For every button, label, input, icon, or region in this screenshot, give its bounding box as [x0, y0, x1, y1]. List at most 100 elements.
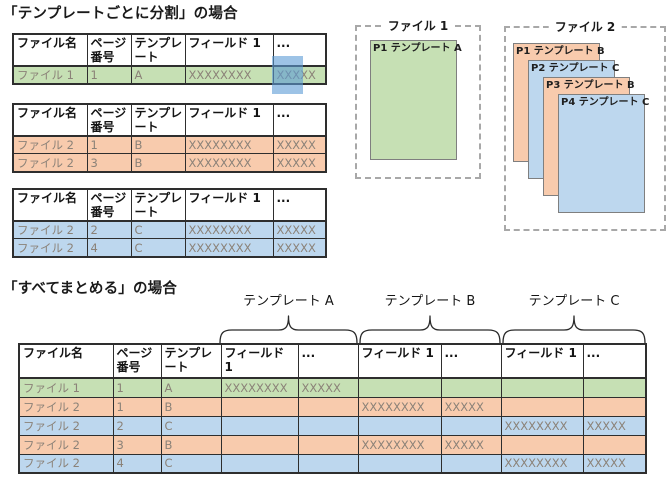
- table-cell: XXXXXXXX: [500, 453, 584, 474]
- table-cell: C: [130, 220, 186, 240]
- file1-box-label: ファイル 1: [381, 17, 455, 34]
- table-cell: B: [160, 396, 222, 417]
- table-cell: 4: [86, 238, 132, 258]
- table-cell: XXXXX: [440, 396, 502, 417]
- column-header: ...: [272, 103, 327, 137]
- column-header: フィールド 1: [184, 103, 274, 137]
- column-header: テンプレート: [130, 103, 186, 137]
- table-cell: XXXXX: [582, 453, 647, 474]
- table-cell: [297, 434, 359, 455]
- column-header: フィールド 1: [500, 343, 584, 379]
- column-header: ファイル名: [18, 343, 114, 379]
- header-row: ファイル名ページ番号テンプレートフィールド 1...フィールド 1...フィール…: [18, 343, 647, 379]
- page-label: P1 テンプレート B: [516, 46, 605, 57]
- table-cell: XXXXXXXX: [220, 377, 299, 398]
- header-row: ファイル名ページ番号テンプレートフィールド 1...: [12, 33, 327, 67]
- brace-template-a: [219, 315, 358, 344]
- table-cell: [500, 396, 584, 417]
- file1-page-stack: ファイル 1 P1 テンプレート A: [355, 17, 481, 179]
- table-cell: XXXXX: [272, 220, 327, 240]
- table-cell: A: [160, 377, 222, 398]
- table-cell: B: [130, 135, 186, 155]
- column-header: ページ番号: [86, 33, 132, 67]
- column-header: フィールド 1: [184, 188, 274, 222]
- table-cell: [582, 434, 647, 455]
- table-cell: [500, 434, 584, 455]
- file2-box-label: ファイル 2: [548, 18, 622, 35]
- table-cell: ファイル 1: [12, 65, 88, 85]
- table-cell: ファイル 1: [18, 377, 114, 398]
- table-cell: XXXXX: [272, 153, 327, 173]
- table-cell: [582, 396, 647, 417]
- table-cell: [357, 377, 442, 398]
- table-cell: ファイル 2: [12, 238, 88, 258]
- table-cell: XXXXX: [297, 377, 359, 398]
- column-header: ...: [440, 343, 502, 379]
- header-row: ファイル名ページ番号テンプレートフィールド 1...: [12, 103, 327, 137]
- column-header: ページ番号: [86, 188, 132, 222]
- column-header: ...: [297, 343, 359, 379]
- table-cell: XXXXXXXX: [184, 65, 274, 85]
- table-cell: 2: [112, 415, 162, 436]
- table-cell: 1: [112, 396, 162, 417]
- column-header: フィールド 1: [220, 343, 299, 379]
- table-cell: [220, 434, 299, 455]
- table-cell: C: [160, 453, 222, 474]
- table-cell: XXXXX: [272, 65, 327, 85]
- column-header: テンプレート: [130, 33, 186, 67]
- brace-template-b: [359, 315, 501, 344]
- table-cell: XXXXX: [582, 415, 647, 436]
- table-cell: ファイル 2: [18, 434, 114, 455]
- page-label: P2 テンプレート C: [531, 63, 620, 74]
- page-label: P3 テンプレート B: [546, 80, 635, 91]
- table-cell: 2: [86, 220, 132, 240]
- table-cell: XXXXXXXX: [357, 434, 442, 455]
- column-header: ページ番号: [112, 343, 162, 379]
- table-cell: 1: [86, 135, 132, 155]
- column-header: ...: [272, 188, 327, 222]
- table-cell: 1: [112, 377, 162, 398]
- table-cell: C: [130, 238, 186, 258]
- table-cell: [500, 377, 584, 398]
- table-cell: [220, 453, 299, 474]
- column-header: フィールド 1: [357, 343, 442, 379]
- column-header: ファイル名: [12, 103, 88, 137]
- column-header: ページ番号: [86, 103, 132, 137]
- table-cell: 3: [86, 153, 132, 173]
- table-cell: XXXXX: [272, 135, 327, 155]
- brace-label-template-c: テンプレート C: [528, 294, 620, 309]
- table-cell: XXXXXXXX: [184, 238, 274, 258]
- column-header: テンプレート: [160, 343, 222, 379]
- brace-label-template-b: テンプレート B: [384, 294, 476, 309]
- page-label: P1 テンプレート A: [373, 43, 462, 54]
- page-label: P4 テンプレート C: [561, 97, 650, 108]
- table-cell: [582, 377, 647, 398]
- file2-page-stack: ファイル 2 P1 テンプレート B P2 テンプレート C P3 テンプレート…: [504, 18, 666, 231]
- table-cell: XXXXXXXX: [184, 153, 274, 173]
- column-header: ファイル名: [12, 188, 88, 222]
- table-cell: B: [160, 434, 222, 455]
- table-cell: A: [130, 65, 186, 85]
- page-thumbnail-file1-p1: P1 テンプレート A: [370, 40, 462, 160]
- table-cell: [440, 415, 502, 436]
- split-section-heading: 「テンプレートごとに分割」の場合: [3, 6, 238, 22]
- table-cell: [297, 396, 359, 417]
- table-cell: XXXXX: [272, 238, 327, 258]
- table-cell: ファイル 2: [18, 396, 114, 417]
- table-cell: ファイル 2: [12, 135, 88, 155]
- table-cell: XXXXXXXX: [184, 135, 274, 155]
